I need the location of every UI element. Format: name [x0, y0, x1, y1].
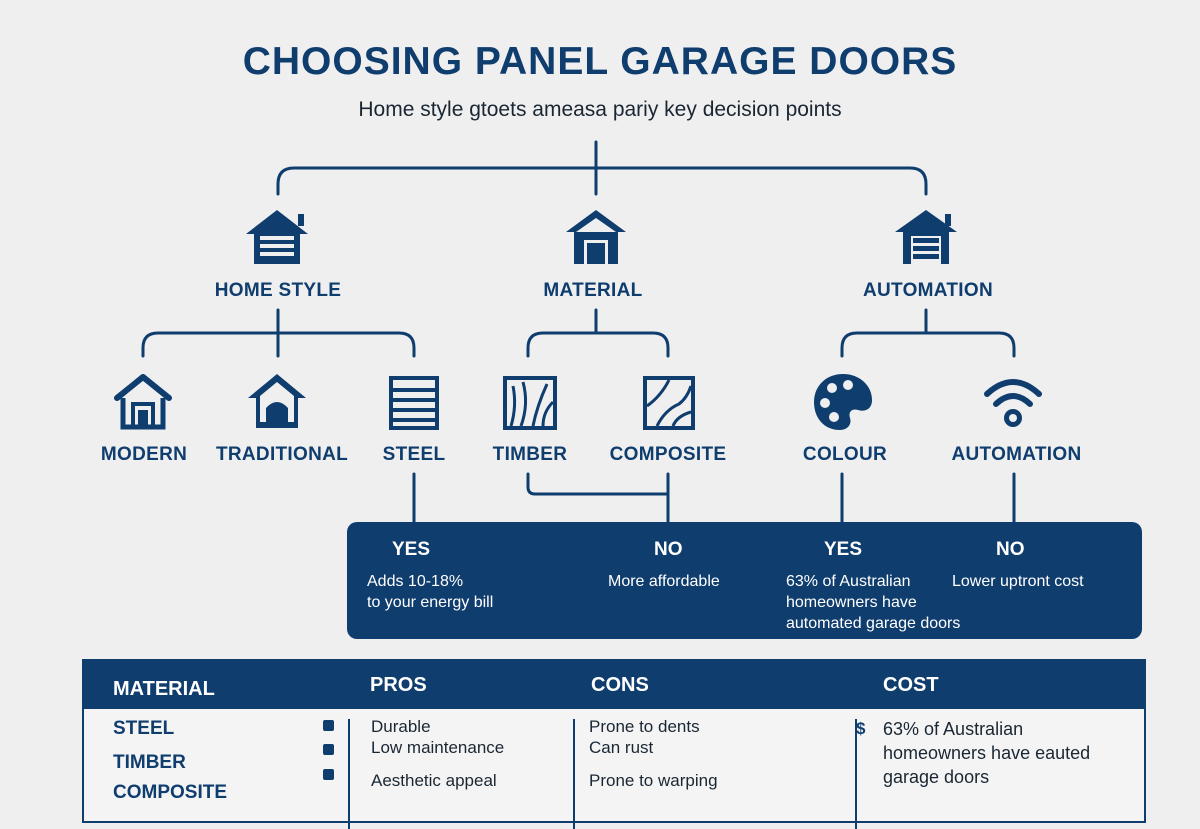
- timber-grain-icon: [503, 376, 557, 430]
- bullet-square: [323, 720, 334, 731]
- option-timber: TIMBER: [492, 444, 568, 465]
- bullet-square: [323, 769, 334, 780]
- option-composite: COMPOSITE: [609, 444, 727, 465]
- garage-door-icon: [895, 210, 957, 264]
- page-title: CHOOSING PANEL GARAGE DOORS: [242, 40, 958, 83]
- pros-item: Aesthetic appeal: [371, 771, 497, 790]
- decision-1-line-1: Adds 10-18%: [367, 573, 464, 590]
- decision-3-line-2: homeowners have: [786, 594, 917, 611]
- decision-2-line-1: More affordable: [608, 573, 720, 590]
- garage-icon: [566, 210, 626, 264]
- header-material: MATERIAL: [113, 678, 215, 700]
- dollar-icon: $: [856, 719, 866, 738]
- cost-line: homeowners have eauted: [883, 743, 1091, 763]
- pros-item: Durable: [371, 717, 431, 736]
- connector-lines: [141, 140, 1016, 526]
- decision-1-line-2: to your energy bill: [367, 594, 494, 611]
- pros-item: Low maintenance: [371, 738, 505, 757]
- wifi-icon: [984, 379, 1042, 427]
- option-colour: COLOUR: [802, 444, 888, 465]
- connector-material-bar: [526, 331, 670, 358]
- decision-panel: YES Adds 10-18% to your energy bill NO M…: [347, 522, 1142, 639]
- decision-3-line-1: 63% of Australian: [786, 573, 911, 590]
- category-material: MATERIAL: [543, 280, 643, 301]
- cost-line: 63% of Australian: [883, 719, 1024, 739]
- option-modern: MODERN: [100, 444, 188, 465]
- decision-4-answer: NO: [996, 539, 1025, 560]
- decision-4-line-1: Lower uptront cost: [952, 573, 1084, 590]
- decision-2-answer: NO: [654, 539, 683, 560]
- material-timber: TIMBER: [113, 752, 186, 773]
- column-divider: [573, 719, 575, 829]
- connector-top-bar: [276, 166, 928, 196]
- decision-1-answer: YES: [392, 539, 431, 560]
- header-cons: CONS: [591, 674, 649, 696]
- cons-item: Can rust: [589, 738, 654, 757]
- option-traditional: TRADITIONAL: [215, 444, 349, 465]
- table-header-row: MATERIAL PROS CONS COST: [84, 661, 1144, 709]
- bullet-square: [323, 744, 334, 755]
- comparison-table: MATERIAL PROS CONS COST STEEL TIMBER COM…: [82, 659, 1146, 829]
- material-composite: COMPOSITE: [113, 782, 228, 803]
- column-divider: [855, 719, 857, 829]
- cons-item: Prone to dents: [589, 717, 700, 736]
- connector-timber-composite: [526, 472, 670, 496]
- column-divider: [348, 719, 350, 829]
- header-cost: COST: [883, 674, 939, 696]
- modern-house-icon: [114, 374, 172, 430]
- header-pros: PROS: [370, 674, 427, 696]
- option-steel: STEEL: [382, 444, 446, 465]
- category-automation: AUTOMATION: [862, 280, 993, 301]
- option-automation: AUTOMATION: [951, 444, 1082, 465]
- decision-3-line-3: automated garage doors: [786, 615, 961, 632]
- connector-automation-bar: [840, 331, 1016, 358]
- traditional-house-icon: [248, 374, 306, 428]
- category-home-style: HOME STYLE: [214, 280, 342, 301]
- house-icon: [246, 210, 308, 264]
- decision-3-answer: YES: [824, 539, 863, 560]
- steel-panel-icon: [389, 376, 439, 430]
- composite-grain-icon: [643, 376, 695, 430]
- cost-line: garage doors: [883, 767, 990, 787]
- material-steel: STEEL: [113, 718, 175, 739]
- cons-item: Prone to warping: [589, 771, 718, 790]
- page-subtitle: Home style gtoets ameasa pariy key decis…: [358, 98, 842, 121]
- palette-icon: [814, 374, 872, 430]
